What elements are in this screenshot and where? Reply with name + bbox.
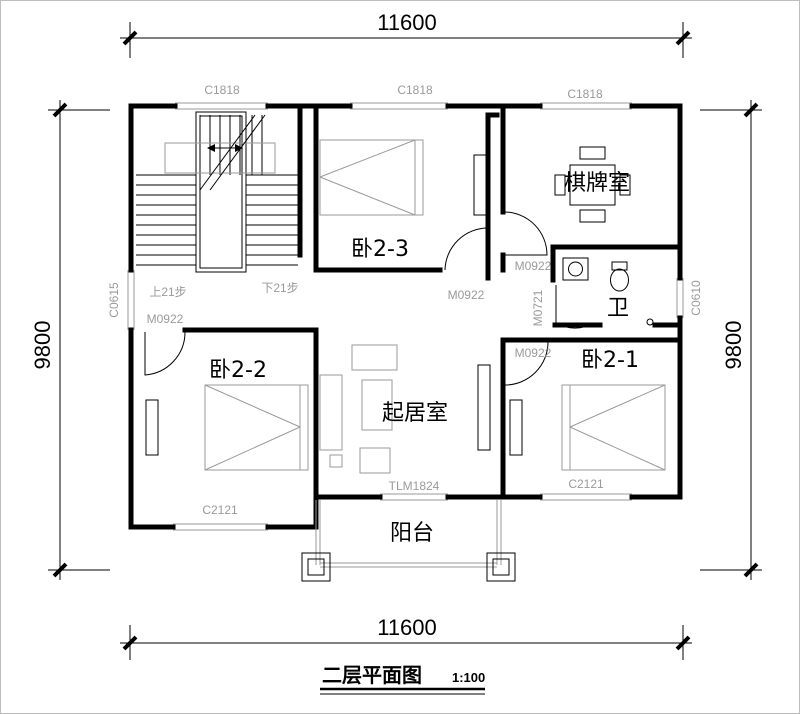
windows [127,102,684,531]
label-door-bedroom-2-3: M0922 [448,288,485,302]
dim-right: 9800 [721,321,746,370]
room-balcony: 阳台 [390,521,434,546]
label-door-bedroom-2-1: M0922 [515,346,552,360]
room-chess: 棋牌室 [564,171,630,196]
dim-top: 11600 [377,10,437,35]
label-stair-up: 上21步 [149,285,186,299]
label-window-top-right: C1818 [567,87,603,101]
label-balcony-door: TLM1824 [389,479,440,493]
room-bedroom-2-1: 卧2-1 [581,348,639,373]
label-stair-down: 下21步 [261,281,298,295]
drawing-title: 二层平面图 [322,663,422,687]
label-window-top-mid: C1818 [397,83,433,97]
label-window-bottom-left: C2121 [202,503,238,517]
label-window-right: C0610 [689,280,703,316]
room-bathroom: 卫 [607,296,629,321]
walls [128,103,683,530]
label-door-bath: M0721 [531,289,545,326]
label-door-bedroom-2-2: M0922 [147,312,184,326]
room-bedroom-2-2: 卧2-2 [209,358,267,383]
balcony [301,500,516,582]
dim-bottom: 11600 [377,615,437,640]
staircase [136,111,298,273]
label-door-chess: M0922 [515,259,552,273]
label-window-left: C0615 [107,282,121,318]
doors [144,211,595,386]
room-living: 起居室 [382,401,448,426]
furniture [145,139,666,474]
label-window-top-left: C1818 [204,83,240,97]
drawing-scale: 1:100 [452,670,485,685]
label-window-bottom-right: C2121 [568,477,604,491]
dimension-lines [48,22,762,660]
dim-left: 9800 [30,321,55,370]
room-bedroom-2-3: 卧2-3 [351,237,409,262]
